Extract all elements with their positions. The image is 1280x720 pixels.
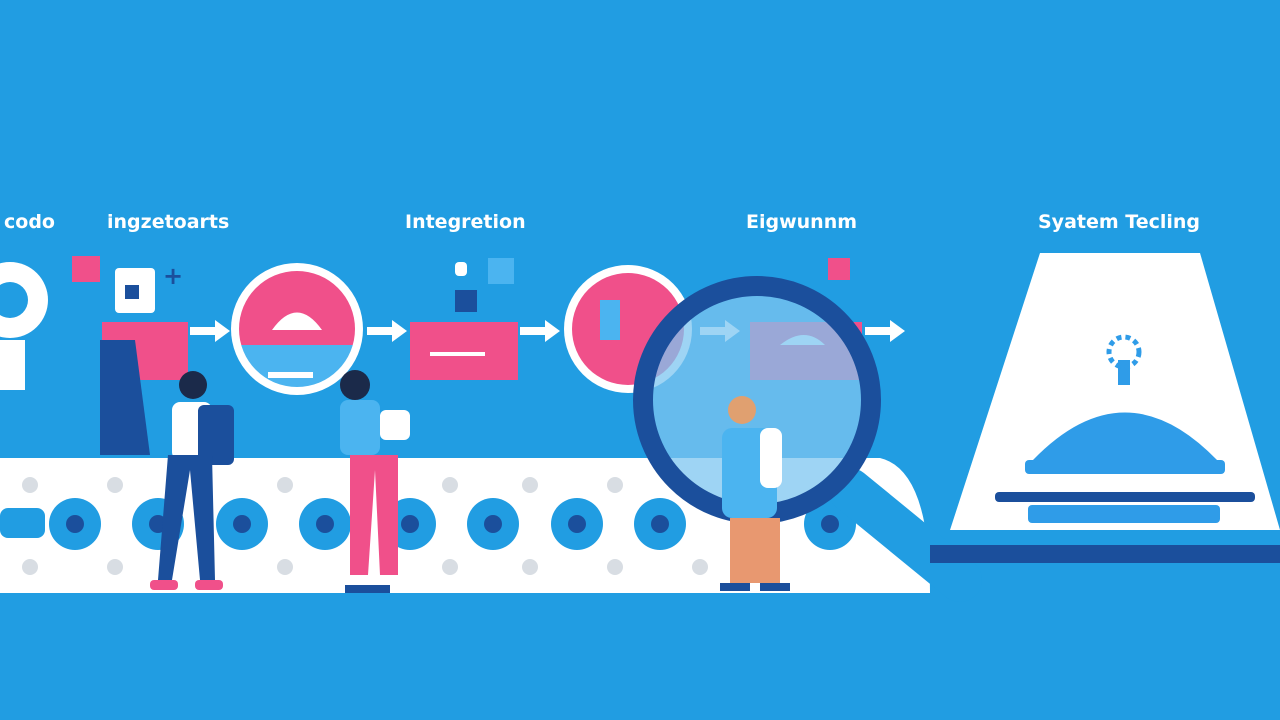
person-reviewer bbox=[720, 396, 790, 591]
integration-stage-graphic bbox=[410, 258, 518, 380]
system-testing-graphic bbox=[930, 253, 1280, 563]
stage-label-system-testing: Syatem Tecling bbox=[1038, 211, 1201, 233]
stage-label-evaluation: Eigwunnm bbox=[746, 211, 858, 233]
svg-text:+: + bbox=[163, 262, 183, 290]
stage-label-code: codo bbox=[4, 211, 55, 233]
code-stage-graphic: + bbox=[0, 256, 188, 455]
person-developer bbox=[150, 371, 234, 590]
person-tester bbox=[340, 370, 410, 593]
stage-marker bbox=[828, 258, 850, 280]
stage-label-ingredients: ingzetoarts bbox=[107, 211, 230, 233]
stage-label-integration: Integretion bbox=[405, 211, 526, 233]
unit-test-circle bbox=[231, 263, 363, 395]
